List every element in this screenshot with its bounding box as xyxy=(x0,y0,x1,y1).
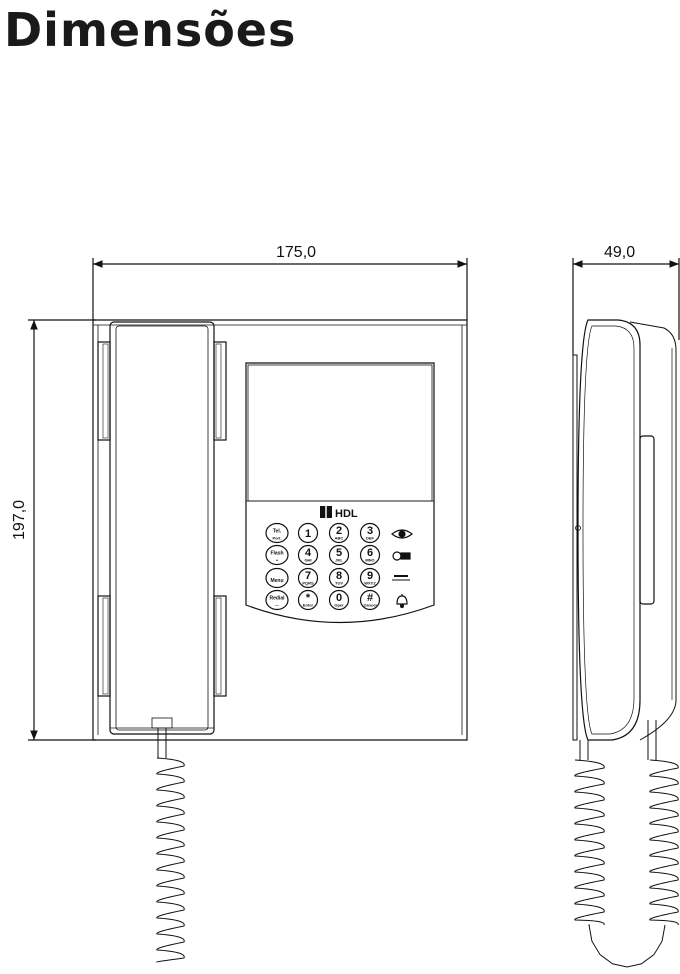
keypad-key-label: 6 xyxy=(367,547,373,559)
keypad-key-sublabel: GHI xyxy=(304,558,311,563)
keypad-key-sublabel: Enter xyxy=(303,603,314,608)
keypad-key-label: 1 xyxy=(305,528,311,540)
keypad-key-sublabel: — xyxy=(275,603,279,608)
front-body-outline xyxy=(92,319,468,741)
front-coiled-cord xyxy=(156,728,185,963)
keypad-key-label: Menu xyxy=(270,578,283,584)
keypad-key-label: 2 xyxy=(336,525,342,537)
keypad-key[interactable]: Menu xyxy=(265,567,289,589)
keypad-key-sublabel: ABC xyxy=(335,536,344,541)
keypad-key-sublabel: WXYZ xyxy=(364,581,376,586)
keypad-key[interactable]: 1 xyxy=(297,522,319,544)
height-dimension xyxy=(28,319,96,741)
keypad-key[interactable]: Tel.Port. xyxy=(265,522,289,544)
keypad-key-sublabel: DEF xyxy=(366,536,375,541)
keypad-key-sublabel: TUV xyxy=(335,581,343,586)
keypad-key-sublabel: Cancel xyxy=(363,603,376,608)
label-mark xyxy=(392,575,410,581)
keypad-key-label: # xyxy=(367,592,373,604)
keypad-key[interactable]: Flash+ xyxy=(265,544,289,566)
height-label: 197,0 xyxy=(11,500,28,540)
depth-dimension xyxy=(572,258,680,355)
eye-icon xyxy=(391,529,413,539)
keypad-key-label: 9 xyxy=(367,570,373,582)
keypad-key-label: 0 xyxy=(336,592,342,604)
width-dimension xyxy=(92,258,468,320)
keypad-key-label: 7 xyxy=(305,570,311,582)
keypad-key[interactable]: *Enter xyxy=(297,589,319,611)
keypad-key-label: Redial xyxy=(269,596,285,602)
brand-text: HDL xyxy=(335,508,358,520)
keypad-key-label: * xyxy=(306,592,311,604)
key-icon xyxy=(392,551,411,561)
keypad-key-label: 3 xyxy=(367,525,373,537)
keypad-key-sublabel: PQRS xyxy=(302,581,314,586)
front-view xyxy=(28,258,468,963)
page-title: Dimensões xyxy=(4,3,297,57)
brand-logo: HDL xyxy=(320,506,358,520)
keypad-key-label: 5 xyxy=(336,547,342,559)
keypad-key-sublabel: Port. xyxy=(272,536,281,541)
keypad-key[interactable]: Redial— xyxy=(265,589,289,611)
depth-label: 49,0 xyxy=(604,244,635,261)
keypad-key[interactable]: #Cancel xyxy=(359,589,381,611)
keypad-key-label: Tel. xyxy=(273,529,282,535)
keypad-key-label: 8 xyxy=(336,570,342,582)
keypad-key-sublabel: + xyxy=(276,558,279,563)
display-panel xyxy=(245,362,435,624)
keypad-key-sublabel: MNO xyxy=(365,558,374,563)
width-label: 175,0 xyxy=(276,244,316,261)
bell-icon xyxy=(396,594,408,609)
handset xyxy=(97,321,227,735)
keypad-key-label: 4 xyxy=(305,547,312,559)
side-view xyxy=(572,258,680,968)
side-handset xyxy=(577,319,641,741)
side-coiled-cords xyxy=(574,720,679,968)
keypad-key-sublabel: Oper xyxy=(334,603,344,608)
keypad-key-sublabel: JKL xyxy=(335,558,343,563)
keypad-key-label: Flash xyxy=(270,551,283,557)
